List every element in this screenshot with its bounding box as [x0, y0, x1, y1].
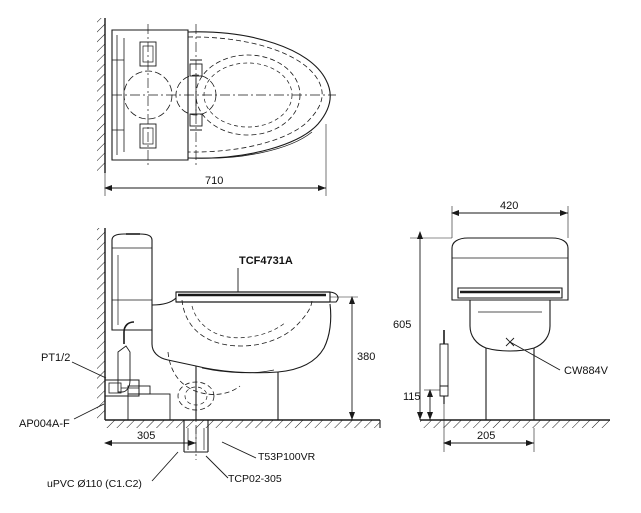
- callout-trap-part: T53P100VR: [258, 451, 316, 463]
- dim-label-380: 380: [357, 351, 376, 363]
- front-view-group: [410, 206, 610, 452]
- top-view-wall: [97, 18, 105, 173]
- dim-label-710: 710: [205, 175, 224, 187]
- callout-seat-model: TCF4731A: [239, 255, 293, 267]
- callout-pipe-spec: uPVC Ø110 (C1.C2): [47, 478, 142, 490]
- dim-label-115: 115: [403, 391, 421, 403]
- callout-flange-part: AP004A-F: [19, 418, 70, 430]
- callout-bowl-model: CW884V: [564, 365, 609, 377]
- dim-label-420: 420: [500, 200, 519, 212]
- callout-supply-valve: PT1/2: [41, 352, 71, 364]
- callout-connector-part: TCP02-305: [228, 473, 282, 485]
- dim-label-205: 205: [477, 430, 496, 442]
- top-view-group: [97, 18, 336, 196]
- dim-label-305: 305: [137, 430, 156, 442]
- side-view-group: [71, 228, 381, 482]
- dim-label-605: 605: [393, 319, 412, 331]
